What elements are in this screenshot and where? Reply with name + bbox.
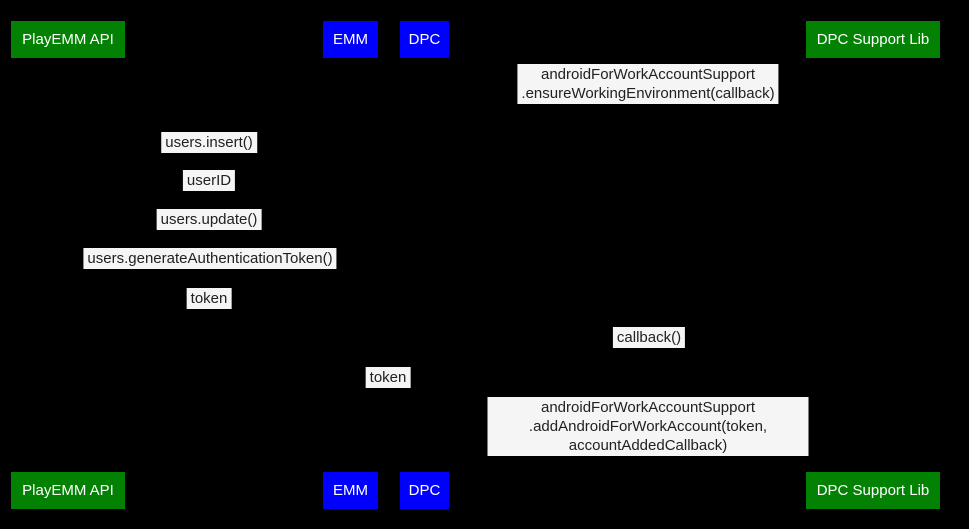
actor-playemm-api-top: PlayEMM API	[11, 21, 125, 58]
message-add-android-for-work-account: androidForWorkAccountSupport .addAndroid…	[487, 397, 809, 456]
message-ensure-working-environment: androidForWorkAccountSupport .ensureWork…	[517, 64, 779, 104]
message-users-insert: users.insert()	[161, 132, 257, 153]
message-users-update: users.update()	[156, 209, 262, 230]
actor-dpc-support-lib-top: DPC Support Lib	[806, 21, 940, 58]
actor-playemm-api-bottom: PlayEMM API	[11, 472, 125, 509]
message-token-to-dpc: token	[365, 367, 411, 388]
message-callback: callback()	[612, 327, 686, 348]
message-users-generate-authentication-token: users.generateAuthenticationToken()	[83, 248, 337, 269]
message-user-id: userID	[182, 170, 236, 191]
actor-dpc-support-lib-bottom: DPC Support Lib	[806, 472, 940, 509]
actor-dpc-top: DPC	[400, 21, 449, 58]
actor-dpc-bottom: DPC	[400, 472, 449, 509]
message-token-to-emm: token	[186, 288, 232, 309]
actor-emm-bottom: EMM	[323, 472, 378, 509]
actor-emm-top: EMM	[323, 21, 378, 58]
